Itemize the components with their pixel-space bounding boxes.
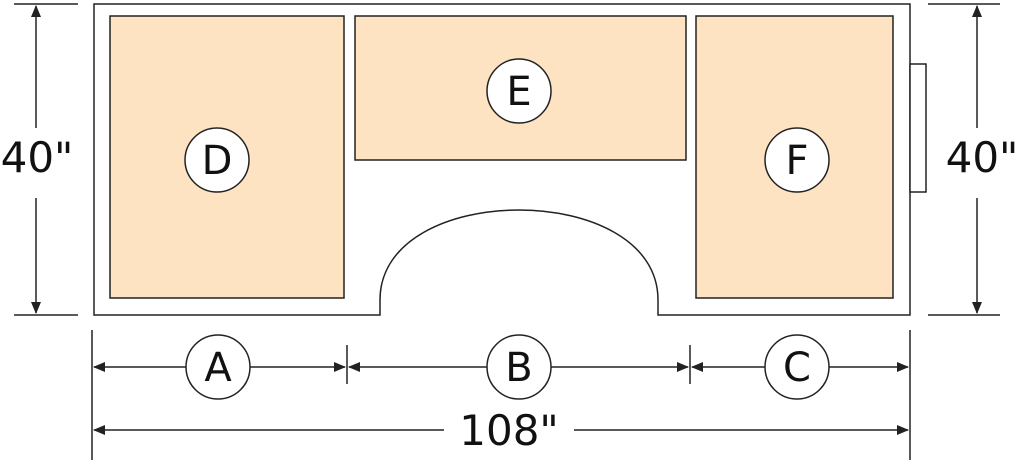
height-left-label: 40" [1, 133, 74, 182]
segment-a-marker [185, 334, 251, 400]
segment-c-marker [764, 334, 830, 400]
panel-e-marker [486, 58, 552, 124]
height-right-label: 40" [946, 133, 1019, 182]
panel-e-label: E [506, 69, 531, 115]
desk-side-tab [909, 63, 927, 193]
panel-d-label: D [202, 138, 233, 184]
panel-f-label: F [785, 138, 808, 184]
panel-d-marker [184, 127, 250, 193]
total-width-label: 108" [459, 406, 558, 455]
segment-b-marker [486, 334, 552, 400]
panel-f-marker [764, 127, 830, 193]
desk-outline [93, 3, 911, 316]
segment-a-label: A [204, 345, 232, 391]
segment-c-label: C [783, 345, 811, 391]
segment-b-label: B [505, 345, 532, 391]
